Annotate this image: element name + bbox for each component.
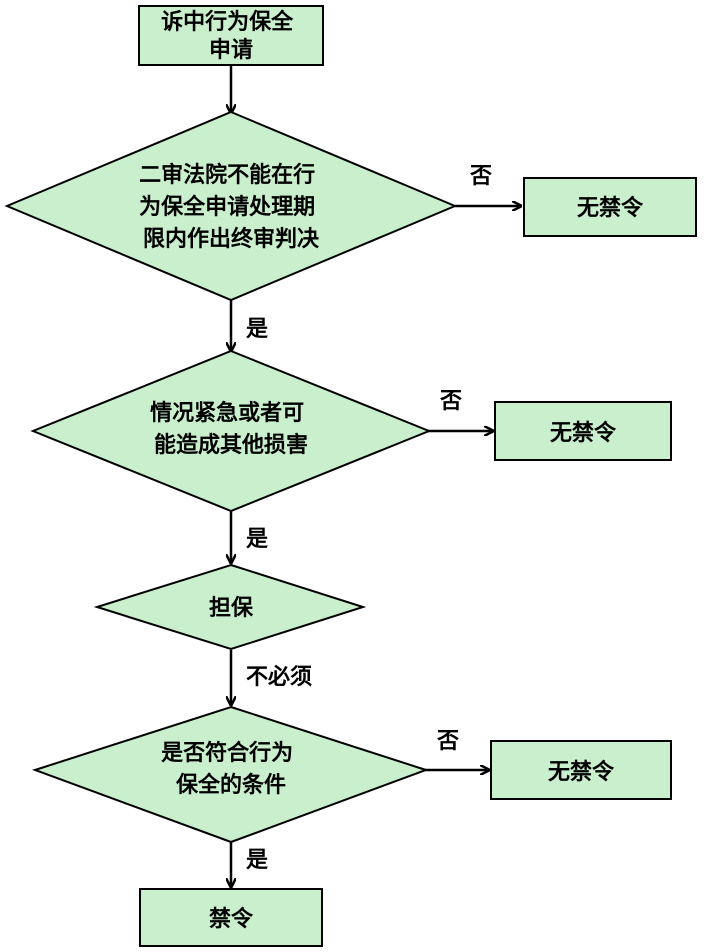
decision-d1-text: 二审法院不能在行 为保全申请处理期 限内作出终审判决 bbox=[139, 162, 323, 252]
decision-d3: 担保 bbox=[93, 563, 367, 651]
decision-d4: 是否符合行为 保全的条件 bbox=[31, 705, 430, 844]
edges bbox=[231, 65, 520, 886]
label-d2-yes: 是 bbox=[246, 527, 268, 552]
node-end-text: 禁令 bbox=[209, 906, 254, 932]
node-no1: 无禁令 bbox=[523, 177, 697, 237]
label-d4-yes: 是 bbox=[246, 848, 268, 873]
node-no4-text: 无禁令 bbox=[548, 759, 615, 785]
label-d1-no: 否 bbox=[469, 164, 492, 189]
decision-d4-text: 是否符合行为 保全的条件 bbox=[161, 740, 301, 798]
label-d3-next: 不必须 bbox=[246, 664, 312, 690]
node-start: 诉中行为保全 申请 bbox=[138, 5, 324, 66]
node-no1-text: 无禁令 bbox=[577, 195, 644, 221]
node-no2-text: 无禁令 bbox=[550, 420, 617, 446]
node-start-text: 诉中行为保全 申请 bbox=[161, 9, 301, 63]
label-d1-yes: 是 bbox=[246, 317, 268, 342]
node-no4: 无禁令 bbox=[490, 740, 672, 800]
node-end: 禁令 bbox=[139, 888, 323, 947]
decision-d1: 二审法院不能在行 为保全申请处理期 限内作出终审判决 bbox=[4, 110, 458, 302]
decision-d2-text: 情况紧急或者可 能造成其他损害 bbox=[150, 400, 312, 458]
decision-d3-text: 担保 bbox=[209, 596, 254, 621]
label-d4-no: 否 bbox=[436, 729, 459, 754]
node-no2: 无禁令 bbox=[494, 401, 672, 461]
label-d2-no: 否 bbox=[439, 389, 462, 414]
decision-d2: 情况紧急或者可 能造成其他损害 bbox=[30, 349, 432, 513]
